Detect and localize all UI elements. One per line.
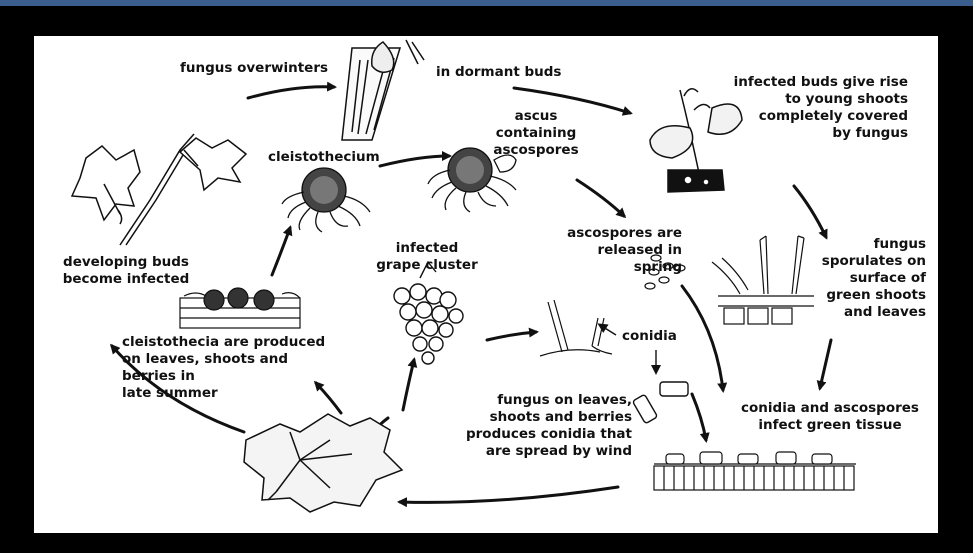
arrow-to-dormant-buds: [248, 87, 334, 98]
arrow-to-ascus: [380, 156, 449, 166]
label-cleistothecium: cleistothecium: [268, 149, 380, 166]
arrow-to-cleistothecium: [272, 228, 290, 275]
conidiophores: [540, 300, 612, 356]
cleistothecium-illustration: [282, 168, 370, 232]
arrow-spring-to-tissue: [682, 286, 723, 390]
label-infect-green-tissue: conidia and ascospores infect green tiss…: [732, 400, 928, 434]
infected-grape-cluster: [394, 262, 463, 364]
label-conidia: conidia: [622, 328, 677, 345]
label-conidia-spread-by-wind: fungus on leaves, shoots and berries pro…: [432, 392, 632, 460]
arrow-to-sporulation: [794, 186, 826, 237]
arrow-to-grape-cluster: [403, 360, 414, 410]
label-ascus: ascus containing ascospores: [486, 108, 586, 159]
label-infected-buds: infected buds give rise to young shoots …: [722, 74, 908, 142]
grape-leaf: [244, 414, 402, 512]
arrow-conidia-to-tissue: [692, 394, 706, 440]
dormant-bud-shoot: [342, 40, 424, 140]
arrow-ascospores-release: [577, 180, 624, 216]
label-infected-grape-cluster: infected grape cluster: [372, 240, 482, 274]
arrow-to-infect-green: [820, 340, 831, 388]
label-ascospores-released: ascospores are released in spring: [518, 225, 682, 276]
sporulating-fungus: [712, 236, 814, 324]
infected-green-tissue: [654, 452, 856, 490]
cleistothecia-on-tissue: [180, 288, 300, 328]
label-developing-buds: developing buds become infected: [30, 254, 222, 288]
arrow-tissue-to-leaf: [400, 487, 618, 502]
label-dormant-buds: in dormant buds: [436, 64, 561, 81]
label-fungus-overwinters: fungus overwinters: [180, 60, 328, 77]
label-fungus-sporulates: fungus sporulates on surface of green sh…: [802, 236, 926, 321]
label-cleistothecia-produced: cleistothecia are produced on leaves, sh…: [122, 334, 325, 402]
conidia-spores: [632, 382, 688, 424]
vine-shoot-leaves: [72, 134, 246, 245]
arrow-to-conidiophores: [487, 332, 536, 340]
